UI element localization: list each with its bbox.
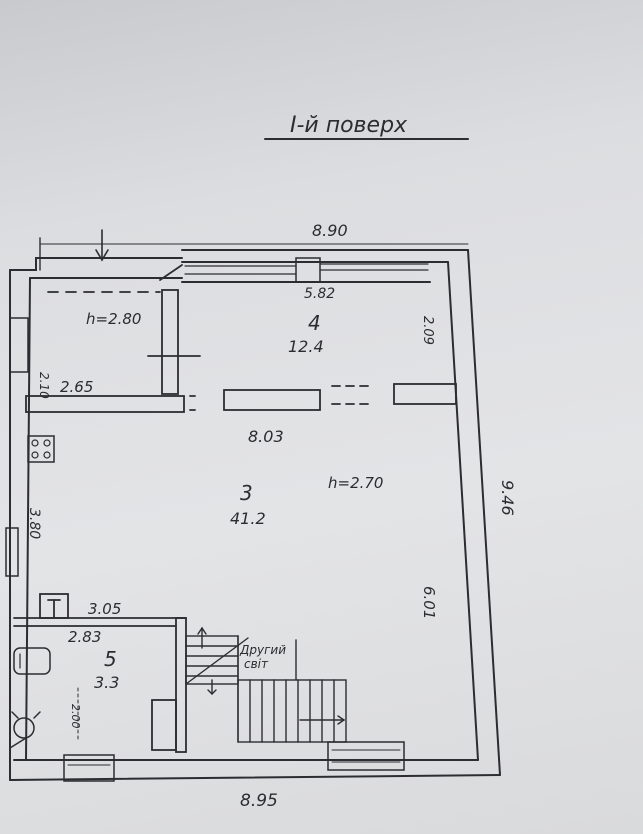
stairs-label-1: Другий [239,643,286,657]
dim-right-height: 9.46 [498,480,517,516]
dim-room4-height: 2.09 [420,316,435,345]
interior-walls [13,264,457,753]
dim-200: 2.00 [69,704,82,729]
dim-left-height: 3.80 [26,508,42,539]
dim-small-room-width: 2.65 [60,378,93,396]
dim-small-room-height: 2.10 [37,372,51,399]
room5-area: 3.3 [94,673,119,692]
dim-right-inner: 6.01 [420,586,438,619]
toilet-icon [9,711,41,749]
room4-number: 4 [308,311,321,335]
stove-icon [27,435,55,463]
room3-number: 3 [240,481,253,505]
small-room-height: h=2.80 [86,310,141,328]
room3-height: h=2.70 [328,474,383,492]
room5-number: 5 [104,647,117,671]
outer-walls [5,249,501,782]
dim-room3-width: 8.03 [248,427,284,446]
bathtub-icon [13,647,51,675]
staircase [185,626,347,743]
dim-305: 3.05 [88,600,121,618]
dim-bottom-width: 8.95 [240,791,278,811]
stairs-label-2: світ [244,657,269,671]
floor-title: I-й поверх [290,113,408,138]
dim-room4-width: 5.82 [304,286,335,302]
room4-area: 12.4 [288,337,324,356]
room3-area: 41.2 [230,509,266,528]
dim-283: 2.83 [68,628,101,646]
dim-top-width: 8.90 [312,221,348,240]
